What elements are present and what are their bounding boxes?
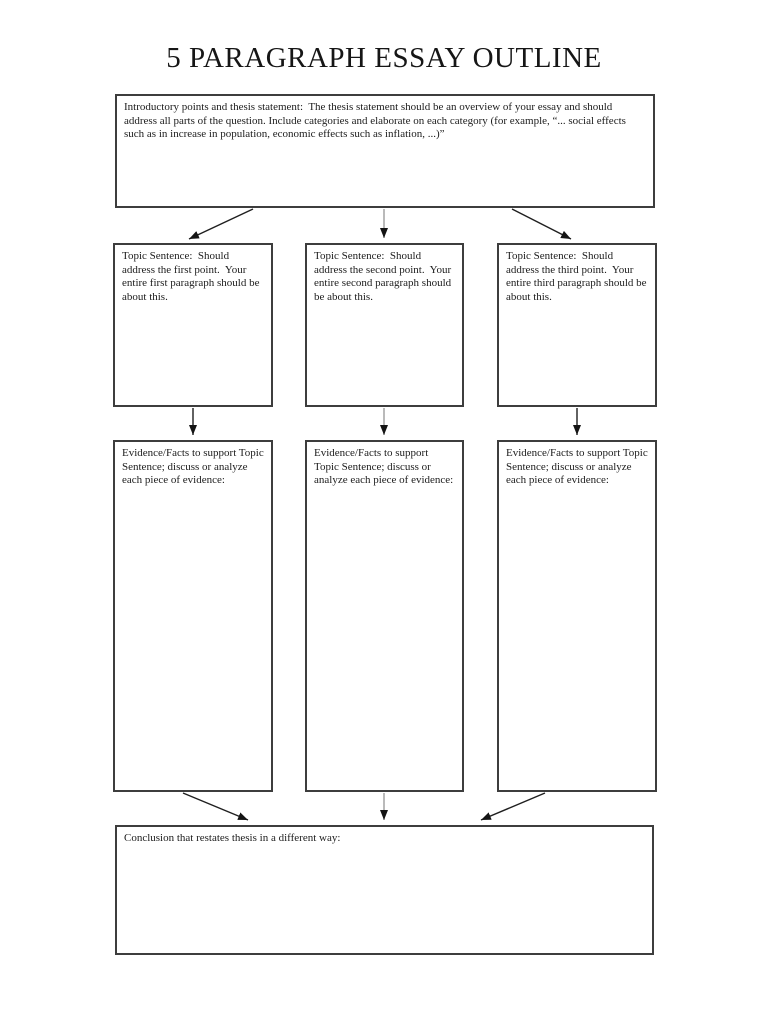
conclusion-box: Conclusion that restates thesis in a dif… bbox=[115, 825, 654, 955]
evidence-box-3: Evidence/Facts to support Topic Sentence… bbox=[497, 440, 657, 792]
evidence-text-3: Evidence/Facts to support Topic Sentence… bbox=[506, 447, 651, 487]
arrow-intro-to-topic-3-icon bbox=[511, 208, 572, 240]
conclusion-text: Conclusion that restates thesis in a dif… bbox=[124, 832, 341, 844]
evidence-box-2: Evidence/Facts to support Topic Sentence… bbox=[305, 440, 464, 792]
intro-thesis-box: Introductory points and thesis statement… bbox=[115, 94, 655, 208]
topic-sentence-text-1: Topic Sentence: Should address the first… bbox=[122, 250, 263, 303]
page-title: 5 PARAGRAPH ESSAY OUTLINE bbox=[166, 42, 602, 74]
topic-sentence-text-2: Topic Sentence: Should address the secon… bbox=[314, 250, 454, 303]
evidence-text-2: Evidence/Facts to support Topic Sentence… bbox=[314, 447, 454, 487]
topic-sentence-text-3: Topic Sentence: Should address the third… bbox=[506, 250, 650, 303]
arrow-intro-to-topic-1-icon bbox=[188, 208, 254, 240]
topic-sentence-box-2: Topic Sentence: Should address the secon… bbox=[305, 243, 464, 407]
arrow-evidence-1-to-conclusion-icon bbox=[182, 792, 249, 821]
intro-thesis-text: Introductory points and thesis statement… bbox=[124, 101, 629, 141]
evidence-box-1: Evidence/Facts to support Topic Sentence… bbox=[113, 440, 273, 792]
topic-sentence-box-3: Topic Sentence: Should address the third… bbox=[497, 243, 657, 407]
evidence-text-1: Evidence/Facts to support Topic Sentence… bbox=[122, 447, 267, 487]
arrow-evidence-3-to-conclusion-icon bbox=[480, 792, 546, 821]
topic-sentence-box-1: Topic Sentence: Should address the first… bbox=[113, 243, 273, 407]
